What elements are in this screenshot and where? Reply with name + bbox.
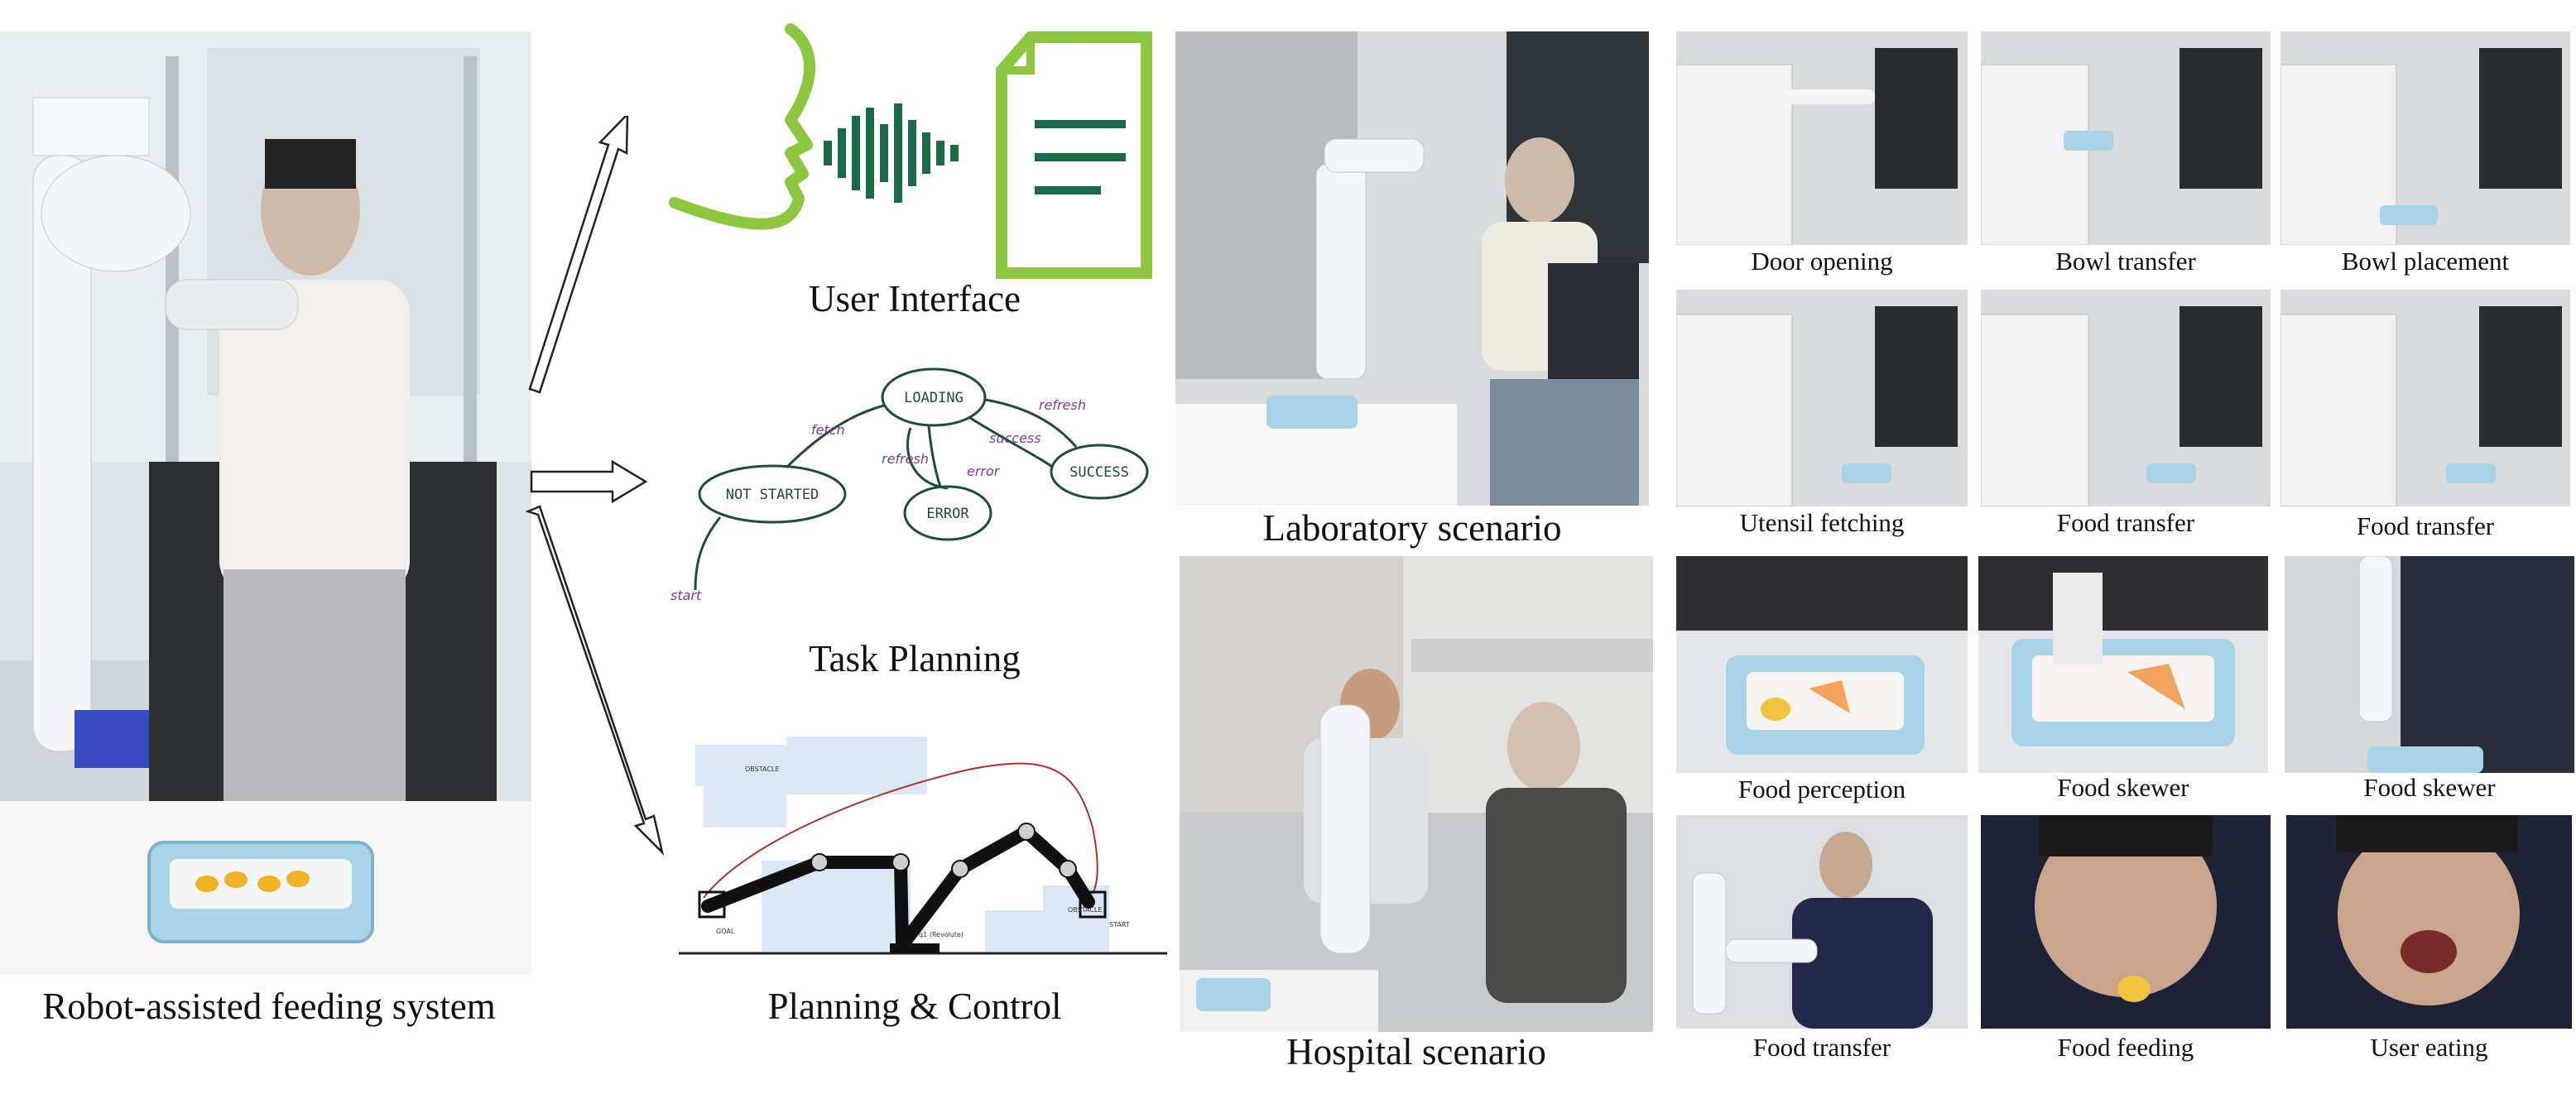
tile-caption-food-feeding: Food feeding [2057,1033,2194,1062]
laboratory-scenario-photo [1175,31,1649,506]
state-success: SUCCESS [1069,464,1129,481]
tile-photo-food-perception [1676,556,1968,773]
tile-caption-utensil-fetching: Utensil fetching [1739,508,1905,537]
state-not-started: NOT STARTED [726,487,819,503]
goal-label: GOAL [716,928,735,935]
task-planning-caption: Task Planning [809,638,1021,679]
obstacle-label-top: OBSTACLE [745,765,779,773]
start-label: START [1109,921,1130,928]
tile-photo-food-feeding [1981,815,2271,1029]
task-planning-diagram: LOADING NOT STARTED ERROR SUCCESS fetch … [670,367,1149,603]
tile-caption-food-transfer-1: Food transfer [2056,508,2195,537]
tile-caption-food-perception: Food perception [1737,775,1906,804]
joint-label: q1 (Revolute) [919,931,964,938]
planning-control-caption: Planning & Control [767,986,1062,1027]
motion-planning-diagram: OBSTACLE OBSTACLE GOAL q1 (Revolute) STA… [679,737,1167,955]
tile-caption-food-transfer-2: Food transfer [2356,511,2495,540]
tile-photo-food-transfer-3 [1676,815,1968,1029]
hospital-caption: Hospital scenario [1286,1031,1546,1072]
tile-photo-food-skewer-2 [2285,556,2574,773]
edge-start: start [670,588,702,603]
tile-caption-food-skewer-2: Food skewer [2363,773,2496,802]
tile-photo-bowl-placement [2280,31,2570,245]
tile-caption-food-skewer-1: Food skewer [2057,773,2189,802]
tile-photo-utensil-fetching [1676,290,1968,506]
edge-refresh-left: refresh [882,451,929,467]
edge-error: error [967,463,1001,479]
tile-caption-bowl-placement: Bowl placement [2341,247,2510,276]
tile-photo-food-transfer-1 [1981,290,2271,506]
hospital-scenario-photo [1180,556,1653,1032]
laboratory-caption: Laboratory scenario [1262,507,1562,549]
edge-success: success [989,430,1041,446]
state-loading: LOADING [904,390,964,406]
edge-refresh-top: refresh [1039,397,1086,413]
tile-caption-user-eating: User eating [2370,1033,2488,1062]
state-error: ERROR [926,506,969,522]
tile-photo-food-skewer-1 [1978,556,2268,773]
tile-caption-food-transfer-3: Food transfer [1752,1033,1891,1062]
tile-caption-door-opening: Door opening [1751,247,1893,276]
tile-photo-bowl-transfer [1981,31,2271,245]
tile-photo-food-transfer-2 [2280,290,2570,506]
main-caption: Robot-assisted feeding system [42,986,496,1027]
flow-arrows [525,116,665,856]
tile-photo-user-eating [2286,815,2572,1029]
tile-caption-bowl-transfer: Bowl transfer [2055,247,2196,276]
voice-to-text-icon [669,23,1152,279]
main-robot-photo [0,31,531,975]
user-interface-caption: User Interface [808,278,1021,319]
tile-photo-door-opening [1676,31,1968,245]
obstacle-label-bottom: OBSTACLE [1068,906,1102,914]
edge-fetch: fetch [811,422,845,438]
